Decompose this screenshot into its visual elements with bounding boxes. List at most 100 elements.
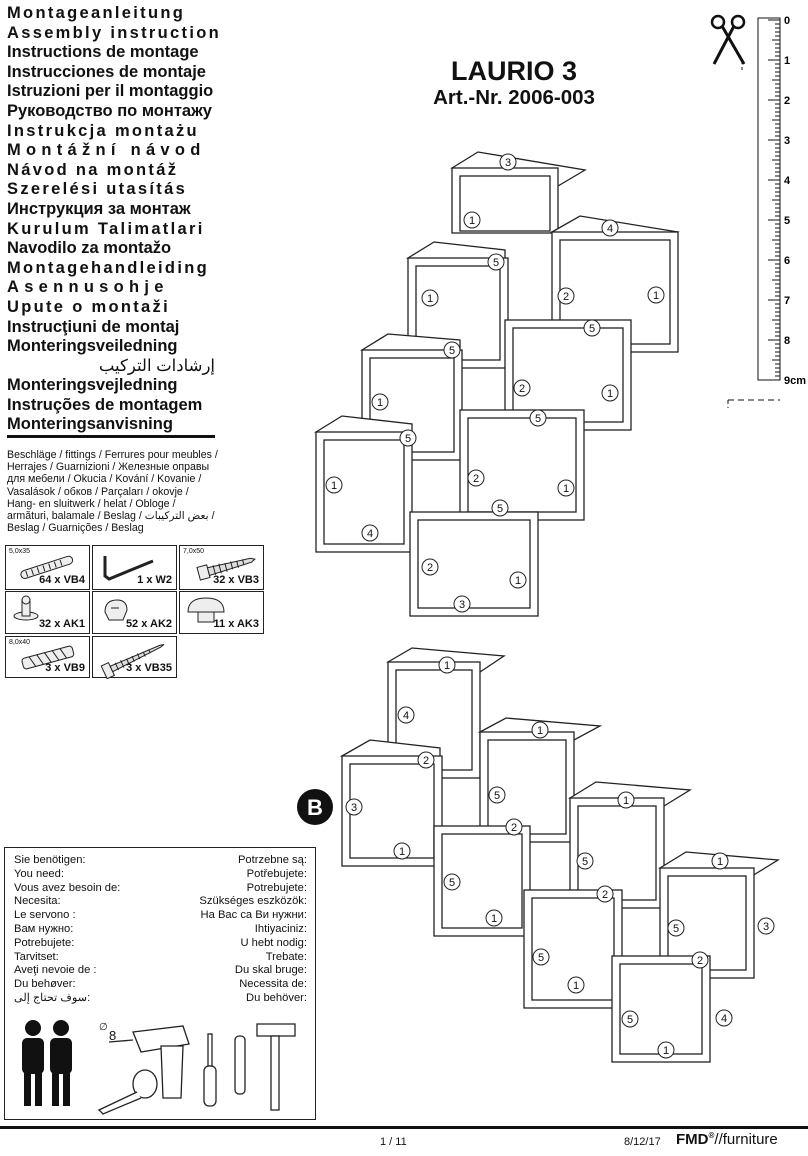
part-ak1: 32 x AK1 bbox=[5, 591, 90, 634]
svg-text:1: 1 bbox=[469, 215, 475, 227]
svg-text:5: 5 bbox=[449, 877, 455, 889]
svg-text:2: 2 bbox=[511, 822, 517, 834]
title-line: Instrucţiuni de montaj bbox=[7, 317, 180, 336]
part-vb4: 5,0x35 64 x VB4 bbox=[5, 545, 90, 590]
ruler-label: 6 bbox=[784, 255, 790, 267]
svg-text:2: 2 bbox=[423, 755, 429, 767]
svg-text:1: 1 bbox=[427, 293, 433, 305]
svg-text:3: 3 bbox=[505, 157, 511, 169]
tools-illustration: ∅ 8 bbox=[22, 1020, 296, 1115]
requirement-line: You need: bbox=[14, 867, 64, 880]
two-people-icon bbox=[22, 1020, 72, 1106]
screw-icon bbox=[196, 557, 256, 581]
requirement-line: Necesita: bbox=[14, 895, 61, 908]
requirement-line: Potrebujete: bbox=[246, 881, 307, 894]
title-line: Kurulum Talimatlari bbox=[7, 219, 205, 238]
svg-text:2: 2 bbox=[473, 473, 479, 485]
ruler-label: 5 bbox=[784, 215, 790, 227]
title-line: Montážní návod bbox=[7, 141, 206, 160]
svg-text:4: 4 bbox=[403, 710, 409, 722]
product-header: LAURIO 3 Art.-Nr. 2006-003 bbox=[400, 56, 628, 110]
svg-text:1: 1 bbox=[717, 856, 723, 868]
svg-text:4: 4 bbox=[367, 528, 373, 540]
title-line: Monteringsanvisning bbox=[7, 415, 215, 439]
title-line: Montagehandleiding bbox=[7, 258, 209, 277]
svg-text:5: 5 bbox=[538, 952, 544, 964]
ruler-label: 9cm bbox=[784, 375, 806, 387]
variant-badge: B bbox=[297, 789, 333, 825]
ruler-label: 4 bbox=[784, 175, 791, 187]
svg-text:5: 5 bbox=[449, 345, 455, 357]
svg-text:2: 2 bbox=[563, 291, 569, 303]
cap-icon bbox=[187, 597, 225, 623]
svg-text:1: 1 bbox=[377, 397, 383, 409]
drill-size: 8 bbox=[109, 1028, 116, 1043]
requirement-line: На Вас са Ви нужни: bbox=[200, 909, 307, 922]
requirement-line: Vous avez besoin de: bbox=[14, 881, 121, 894]
svg-text:2: 2 bbox=[519, 383, 525, 395]
part-ak2: 52 x AK2 bbox=[92, 591, 177, 634]
wall-plug-icon bbox=[21, 645, 75, 670]
part-w2: 1 x W2 bbox=[92, 545, 177, 590]
svg-text:5: 5 bbox=[582, 856, 588, 868]
svg-text:5: 5 bbox=[494, 790, 500, 802]
product-name: LAURIO 3 bbox=[450, 56, 577, 86]
svg-text:4: 4 bbox=[607, 223, 613, 235]
article-number: Art.-Nr. 2006-003 bbox=[433, 86, 595, 109]
variant-label: B bbox=[307, 795, 323, 820]
svg-text:1: 1 bbox=[537, 725, 543, 737]
part-quantity: 1 x W2 bbox=[137, 574, 172, 586]
part-ak3: 11 x AK3 bbox=[179, 591, 264, 634]
dowel-icon bbox=[20, 555, 74, 579]
part-size: 8,0x40 bbox=[9, 639, 31, 646]
title-line: Руководство по монтажу bbox=[7, 101, 212, 120]
svg-text:1: 1 bbox=[331, 480, 337, 492]
part-quantity: 32 x AK1 bbox=[38, 618, 85, 630]
requirement-line: Du behöver: bbox=[246, 991, 307, 1004]
svg-text:1: 1 bbox=[663, 1045, 669, 1057]
svg-text:5: 5 bbox=[589, 323, 595, 335]
requirement-line: U hebt nodig: bbox=[240, 936, 307, 949]
allen-key-icon bbox=[103, 556, 154, 581]
assembly-diagram-b: 1 4 1 2 3 5 1 2 1 5 1 5 2 1 5 3 5 2 1 5 … bbox=[339, 647, 781, 1063]
title-line: Instructions de montage bbox=[7, 43, 199, 62]
part-vb3: 7,0x50 32 x VB3 bbox=[179, 545, 264, 590]
svg-text:1: 1 bbox=[491, 913, 497, 925]
hammer-icon bbox=[256, 1023, 296, 1111]
svg-text:2: 2 bbox=[602, 889, 608, 901]
requirement-line: Ihtiyaciniz: bbox=[254, 922, 307, 935]
part-number-marker: 3 bbox=[499, 153, 517, 171]
requirement-line: Sie benötigen: bbox=[14, 854, 86, 866]
title-line: إرشادات التركيب bbox=[98, 356, 215, 375]
part-size: 7,0x50 bbox=[183, 548, 205, 555]
svg-text:1: 1 bbox=[653, 290, 659, 302]
title-line: Upute o montaži bbox=[7, 297, 170, 316]
svg-text:2: 2 bbox=[427, 562, 433, 574]
footer-divider bbox=[0, 1126, 808, 1129]
requirement-line: Du skal bruge: bbox=[234, 964, 307, 977]
title-line: Návod na montáž bbox=[7, 160, 179, 179]
title-line: Asennusohje bbox=[7, 278, 169, 297]
cam-icon bbox=[104, 599, 128, 621]
part-quantity: 3 x VB35 bbox=[126, 662, 172, 674]
requirement-line: Du behøver: bbox=[14, 978, 76, 991]
requirement-line: Potřebujete: bbox=[246, 867, 307, 880]
svg-text:4: 4 bbox=[721, 1013, 727, 1025]
requirement-line: سوف تحتاج إلى: bbox=[14, 991, 91, 1004]
requirements-right: Potrzebne są:Potřebujete:Potrebujete:Szü… bbox=[199, 854, 307, 1006]
svg-text:1: 1 bbox=[399, 846, 405, 858]
title-line: Istruzioni per il montaggio bbox=[7, 82, 214, 101]
wall-screw-icon bbox=[100, 643, 165, 679]
requirement-line: Вам нужно: bbox=[14, 922, 74, 935]
requirement-line: Trebate: bbox=[265, 950, 307, 963]
svg-text:1: 1 bbox=[623, 795, 629, 807]
ruler-label: 8 bbox=[784, 335, 790, 347]
title-line: Monteringsveiledning bbox=[7, 337, 178, 356]
svg-text:1: 1 bbox=[515, 575, 521, 587]
ruler-label: 2 bbox=[784, 95, 790, 107]
tape-measure-icon bbox=[97, 1069, 158, 1115]
requirement-line: Tarvitset: bbox=[14, 950, 59, 963]
ruler-label: 0 bbox=[784, 15, 790, 27]
requirement-line: Potrebujete: bbox=[14, 936, 75, 949]
svg-text:5: 5 bbox=[497, 503, 503, 515]
